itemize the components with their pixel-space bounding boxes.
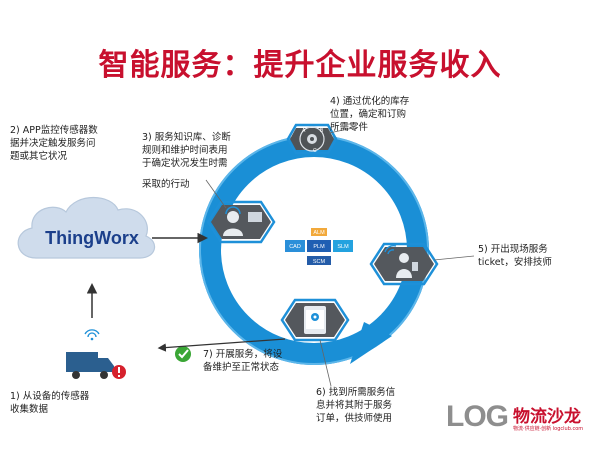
logclub-logo-subtitle: 物流·供应链·创新 logclub.com bbox=[513, 426, 584, 432]
step4-label: 4) 通过优化的库存 位置，确定和订购 所需零件 bbox=[330, 96, 410, 133]
check-icon bbox=[175, 346, 191, 362]
thingworx-logo: ThingWorx bbox=[45, 228, 139, 248]
node-a: A bbox=[302, 128, 306, 134]
service-gear-icon bbox=[311, 313, 319, 321]
plm-label: PLM bbox=[313, 244, 325, 250]
log-logo: LOG bbox=[446, 400, 509, 434]
alm-label: ALM bbox=[313, 230, 325, 236]
step7-label: 7) 开展服务，将设 备维护至正常状态 bbox=[203, 349, 283, 373]
scm-module bbox=[307, 256, 331, 265]
cad-module bbox=[285, 240, 305, 252]
slm-module bbox=[333, 240, 353, 252]
log-logo-text: LOG bbox=[446, 400, 509, 433]
plm-module bbox=[307, 240, 331, 252]
step1-label: 1) 从设备的传感器 收集数据 bbox=[10, 391, 90, 415]
step5-label: 5) 开出现场服务 ticket，安排技师 bbox=[478, 244, 552, 268]
ring-arrow-icon bbox=[350, 322, 392, 364]
alert-icon bbox=[112, 365, 126, 379]
cloud-icon bbox=[17, 197, 156, 259]
step3-label: 3) 服务知识库、诊断 规则和维护时间表用 于确定状况发生时需 bbox=[142, 132, 231, 169]
callout-line-step4 bbox=[328, 127, 354, 134]
truck-wifi-icon bbox=[84, 329, 100, 341]
node-b: B bbox=[320, 128, 324, 134]
gear-icon bbox=[307, 134, 317, 144]
service-to-device-arrow bbox=[157, 338, 286, 352]
agent-hexagon bbox=[206, 200, 276, 244]
wifi-signal-icon bbox=[384, 244, 397, 255]
truck-icon bbox=[66, 352, 114, 379]
callout-line-step3 bbox=[205, 179, 227, 209]
callout-line-step5 bbox=[433, 255, 475, 261]
cad-label: CAD bbox=[289, 244, 301, 250]
technician-hexagon bbox=[369, 242, 439, 286]
step6-label: 6) 找到所需服务信 息并将其附于服务 订单，供技师使用 bbox=[316, 387, 396, 424]
alm-module bbox=[311, 228, 327, 236]
scm-label: SCM bbox=[313, 259, 326, 265]
slide-title: 智能服务：提升企业服务收入 bbox=[98, 48, 502, 83]
logclub-logo-text: 物流沙龙 bbox=[513, 407, 581, 427]
callout-line-step6 bbox=[319, 339, 332, 387]
step3-label-end: 采取的行动 bbox=[142, 179, 190, 190]
step2-label: 2) APP监控传感器数 据并决定触发服务问 题或其它状况 bbox=[10, 125, 98, 162]
headset-icon bbox=[225, 206, 241, 215]
node-c: C bbox=[313, 148, 317, 154]
slm-label: SLM bbox=[337, 244, 349, 250]
